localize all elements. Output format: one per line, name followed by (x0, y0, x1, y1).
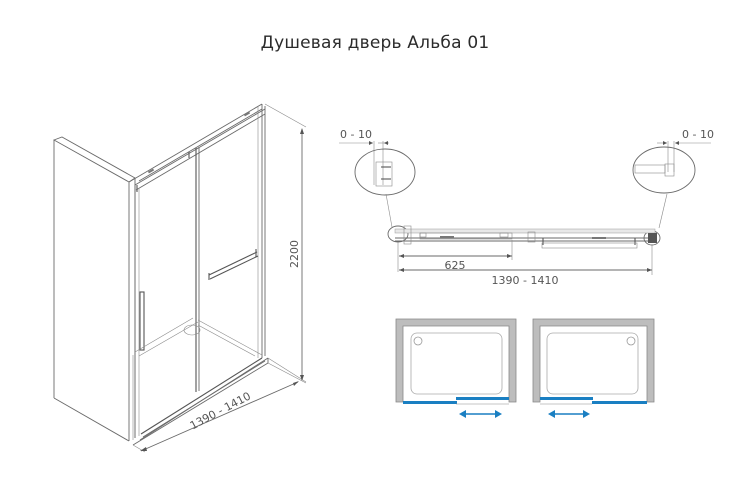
height-dimension: 2200 (264, 103, 307, 383)
door-meeting-edge (195, 147, 200, 392)
top-rail (128, 103, 266, 192)
total-width-label: 1390 - 1410 (492, 274, 559, 287)
slide-arrow-icon (548, 410, 590, 418)
fixed-glass-panel (403, 401, 457, 404)
towel-bar-handle (208, 249, 259, 280)
right-gap-label: 0 - 10 (682, 128, 714, 141)
page-title: Душевая дверь Альба 01 (260, 33, 490, 53)
sliding-glass-panel (540, 397, 593, 400)
shower-tray (132, 317, 269, 446)
layout-scheme-left (395, 318, 517, 418)
layout-scheme-right (532, 318, 655, 418)
width-label: 1390 - 1410 (188, 389, 253, 432)
door-handle-left (139, 291, 145, 351)
slide-arrow-icon (459, 410, 502, 418)
sliding-glass-panel (456, 397, 509, 400)
plan-track (394, 225, 657, 249)
fixed-glass-panel (592, 401, 647, 404)
right-post (257, 104, 266, 358)
perspective-view: 2200 1390 - 1410 (52, 103, 307, 453)
left-frame (134, 185, 140, 438)
width-dimension: 1390 - 1410 (132, 362, 307, 453)
plan-view: 0 - 10 0 - 10 (339, 128, 714, 287)
side-wall (52, 136, 136, 442)
total-width-dimension: 1390 - 1410 (399, 245, 653, 287)
height-label: 2200 (288, 240, 301, 268)
left-gap-label: 0 - 10 (340, 128, 372, 141)
left-gap-callout: 0 - 10 (339, 128, 416, 243)
door-width-dimension: 625 (397, 240, 513, 272)
right-gap-callout: 0 - 10 (632, 128, 714, 246)
door-width-label: 625 (445, 259, 466, 272)
